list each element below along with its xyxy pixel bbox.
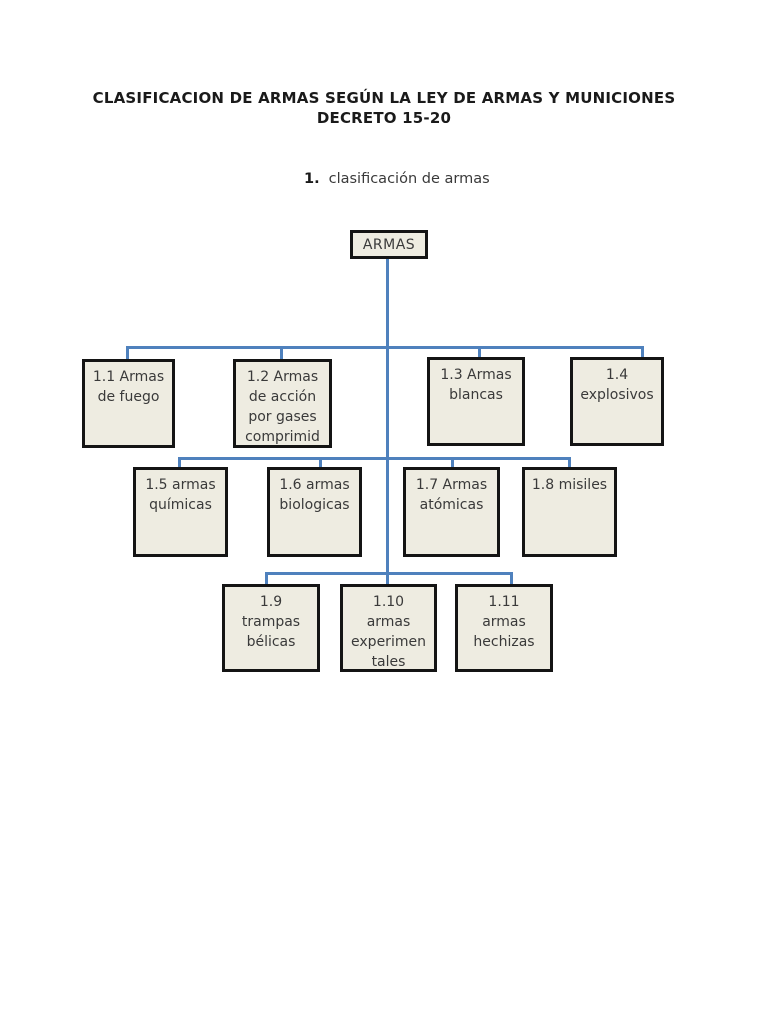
connector-row1-horizontal <box>126 346 644 349</box>
node-1-1-armas-de-fuego: 1.1 Armas de fuego <box>82 359 175 448</box>
node-1-7-armas-atomicas: 1.7 Armas atómicas <box>403 467 500 557</box>
connector-row3-stub-1-11 <box>510 572 513 585</box>
node-1-5-armas-quimicas: 1.5 armas químicas <box>133 467 228 557</box>
connector-row2-horizontal <box>178 457 571 460</box>
title-line-1: CLASIFICACION DE ARMAS SEGÚN LA LEY DE A… <box>92 89 676 107</box>
node-1-4-explosivos: 1.4 explosivos <box>570 357 664 446</box>
node-1-11-armas-hechizas: 1.11 armas hechizas <box>455 584 553 672</box>
connector-row2-stub-1-5 <box>178 457 181 468</box>
numbered-list-item: 1. clasificación de armas <box>304 171 490 187</box>
connector-row3-horizontal <box>265 572 513 575</box>
connector-row2-stub-1-8 <box>568 457 571 468</box>
node-1-6-armas-biologicas: 1.6 armas biologicas <box>267 467 362 557</box>
connector-row1-stub-1-1 <box>126 346 129 360</box>
connector-row2-stub-1-7 <box>451 457 454 468</box>
page-title: CLASIFICACION DE ARMAS SEGÚN LA LEY DE A… <box>0 88 768 128</box>
title-line-2: DECRETO 15-20 <box>316 109 452 127</box>
connector-row1-stub-1-2 <box>280 346 283 360</box>
node-armas: ARMAS <box>350 230 428 259</box>
list-item-text: clasificación de armas <box>328 171 490 187</box>
node-1-3-armas-blancas: 1.3 Armas blancas <box>427 357 525 446</box>
list-item-number: 1. <box>304 171 320 187</box>
node-1-8-misiles: 1.8 misiles <box>522 467 617 557</box>
connector-row1-stub-1-3 <box>478 346 481 358</box>
node-1-10-armas-experimentales: 1.10 armas experimen tales <box>340 584 437 672</box>
connector-row1-stub-1-4 <box>641 346 644 358</box>
connector-row3-stub-1-9 <box>265 572 268 585</box>
node-1-2-armas-gases: 1.2 Armas de acción por gases comprimid <box>233 359 332 448</box>
connector-main-vertical <box>386 258 389 586</box>
node-1-9-trampas-belicas: 1.9 trampas bélicas <box>222 584 320 672</box>
connector-row2-stub-1-6 <box>319 457 322 468</box>
